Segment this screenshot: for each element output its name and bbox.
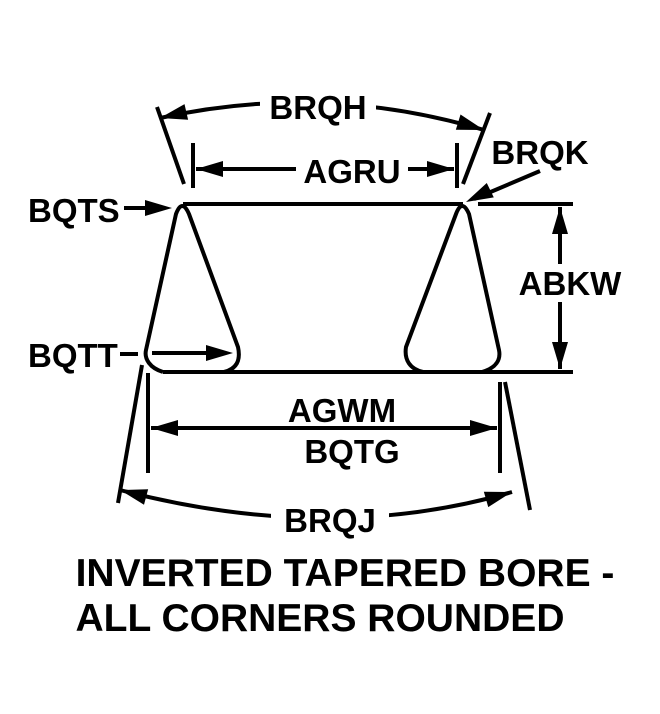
dim-label-brqk: BRQK — [491, 134, 588, 171]
dim-label-brqh: BRQH — [269, 89, 366, 126]
abkw-arrowhead-bottom — [552, 342, 568, 369]
agru-arrowhead-left — [196, 161, 223, 177]
caption-line-1: INVERTED TAPERED BORE - — [76, 552, 615, 595]
dim-label-bqts: BQTS — [28, 192, 120, 229]
dim-label-abkw: ABKW — [519, 265, 622, 302]
abkw-arrowhead-top — [552, 207, 568, 234]
agwm-arrowhead-left — [151, 420, 178, 436]
left-taper-wall — [143, 204, 241, 374]
dim-label-agwm: AGWM — [288, 392, 396, 429]
dim-label-bqtg: BQTG — [304, 433, 399, 470]
dim-label-agru: AGRU — [303, 153, 400, 190]
brqj-arrowhead-right — [483, 484, 515, 508]
bqts-arrowhead — [145, 200, 172, 216]
agru-arrowhead-right — [427, 161, 454, 177]
taper-extension-top-left — [155, 106, 186, 185]
dim-label-bqtt: BQTT — [28, 337, 118, 374]
bqtt-arrowhead — [206, 345, 233, 361]
agwm-arrowhead-right — [470, 420, 497, 436]
brqh-label-mask — [260, 88, 376, 124]
taper-extension-bottom-right — [503, 381, 532, 511]
brqj-label-mask — [271, 501, 389, 539]
agru-label-mask — [296, 152, 408, 188]
caption-line-2: ALL CORNERS ROUNDED — [76, 597, 565, 640]
right-taper-wall — [403, 204, 502, 374]
taper-extension-top-right — [461, 112, 492, 185]
dim-label-brqj: BRQJ — [284, 502, 376, 539]
taper-extension-bottom-left — [116, 364, 144, 504]
abkw-label-mask — [512, 264, 628, 302]
